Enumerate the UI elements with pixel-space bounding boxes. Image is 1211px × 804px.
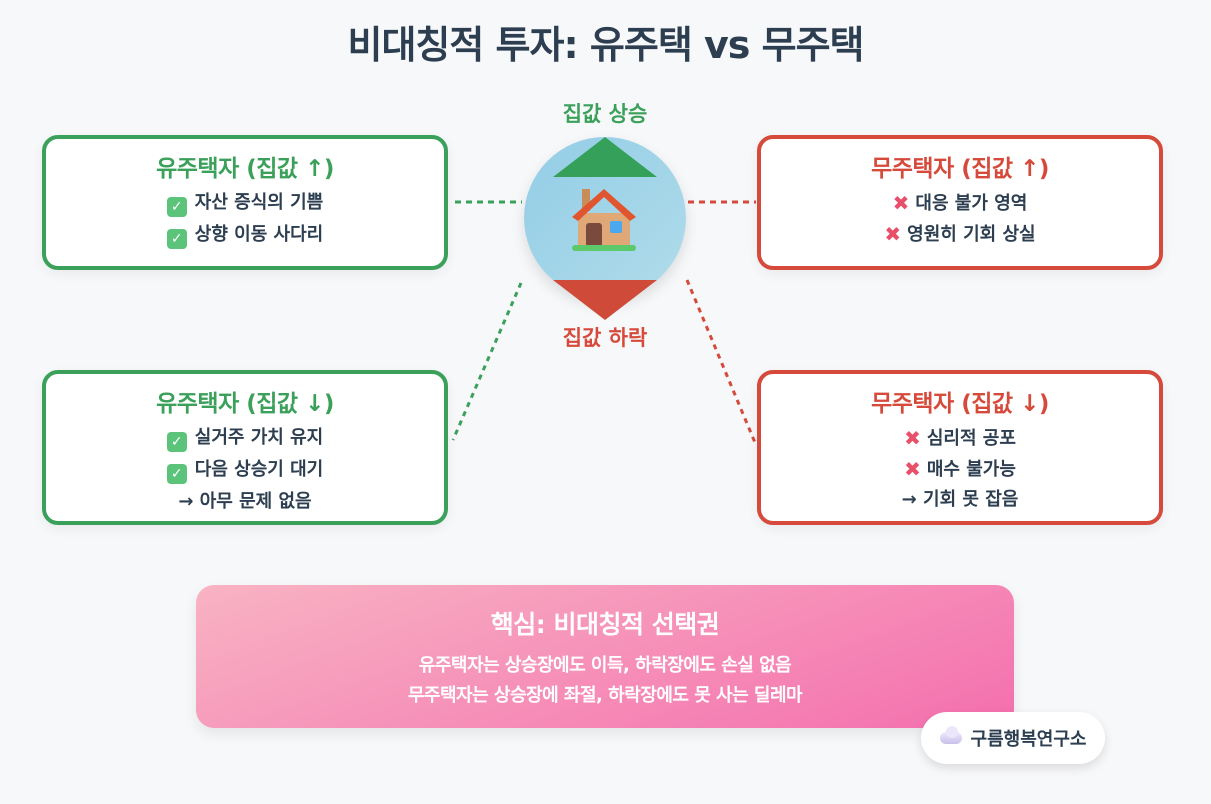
list-item: ✖매수 불가능 (761, 457, 1159, 482)
conclusion-text: → 아무 문제 없음 (178, 491, 312, 512)
item-text: 심리적 공포 (926, 428, 1016, 449)
item-text: 실거주 가치 유지 (194, 427, 324, 448)
cross-icon: ✖ (884, 222, 902, 246)
list-item: ✓ 다음 상승기 대기 (46, 458, 444, 484)
item-text: 영원히 기회 상실 (907, 224, 1036, 245)
down-triangle-icon (553, 280, 657, 320)
check-icon: ✓ (166, 464, 187, 484)
check-icon: ✓ (166, 197, 187, 217)
brand-name: 구름행복연구소 (970, 729, 1087, 750)
page-title: 비대칭적 투자: 유주택 vs 무주택 (347, 23, 864, 67)
brand-badge: 구름행복연구소 (921, 712, 1105, 764)
card-owner-price-up: 유주택자 (집값 ↑) ✓ 자산 증식의 기쁨 ✓ 상향 이동 사다리 (42, 135, 448, 270)
list-item: ✖심리적 공포 (761, 426, 1159, 451)
up-triangle-icon (553, 137, 657, 177)
conclusion-text: → 기회 못 잡음 (901, 489, 1019, 510)
list-item: ✓ 상향 이동 사다리 (46, 223, 444, 249)
card-nonowner-price-down: 무주택자 (집값 ↓) ✖심리적 공포 ✖매수 불가능 → 기회 못 잡음 (757, 370, 1163, 525)
card-title: 유주택자 (집값 ↓) (156, 391, 334, 417)
connector-nonowner-down (685, 279, 758, 446)
card-nonowner-price-up: 무주택자 (집값 ↑) ✖대응 불가 영역 ✖영원히 기회 상실 (757, 135, 1163, 270)
cross-icon: ✖ (904, 457, 921, 481)
summary-line: 무주택자는 상승장에 좌절, 하락장에도 못 사는 딜레마 (407, 685, 803, 706)
card-title: 무주택자 (집값 ↓) (871, 391, 1049, 417)
item-text: 상향 이동 사다리 (194, 224, 324, 245)
card-title: 유주택자 (집값 ↑) (156, 156, 334, 182)
connector-owner-down (451, 282, 523, 441)
item-text: 매수 불가능 (926, 459, 1016, 480)
cloud-icon (939, 726, 962, 744)
list-item: ✖영원히 기회 상실 (761, 222, 1159, 247)
item-text: 다음 상승기 대기 (194, 459, 324, 480)
house-icon (572, 189, 636, 251)
check-icon: ✓ (166, 229, 187, 249)
summary-line: 유주택자는 상승장에도 이득, 하락장에도 손실 없음 (418, 655, 792, 676)
item-text: 대응 불가 영역 (915, 193, 1028, 214)
price-down-label: 집값 하락 (562, 326, 648, 350)
cross-icon: ✖ (904, 426, 921, 450)
card-owner-price-down: 유주택자 (집값 ↓) ✓ 실거주 가치 유지 ✓ 다음 상승기 대기 → 아무 문… (42, 370, 448, 525)
list-item: ✓ 실거주 가치 유지 (46, 426, 444, 452)
price-up-label: 집값 상승 (562, 102, 648, 126)
list-item: ✓ 자산 증식의 기쁨 (46, 191, 444, 217)
summary-title: 핵심: 비대칭적 선택권 (490, 610, 720, 639)
check-icon: ✓ (166, 432, 187, 452)
list-item: ✖대응 불가 영역 (761, 191, 1159, 216)
cross-icon: ✖ (892, 191, 910, 215)
item-text: 자산 증식의 기쁨 (194, 192, 324, 213)
card-title: 무주택자 (집값 ↑) (871, 156, 1049, 182)
summary-box: 핵심: 비대칭적 선택권 유주택자는 상승장에도 이득, 하락장에도 손실 없음… (196, 585, 1014, 728)
